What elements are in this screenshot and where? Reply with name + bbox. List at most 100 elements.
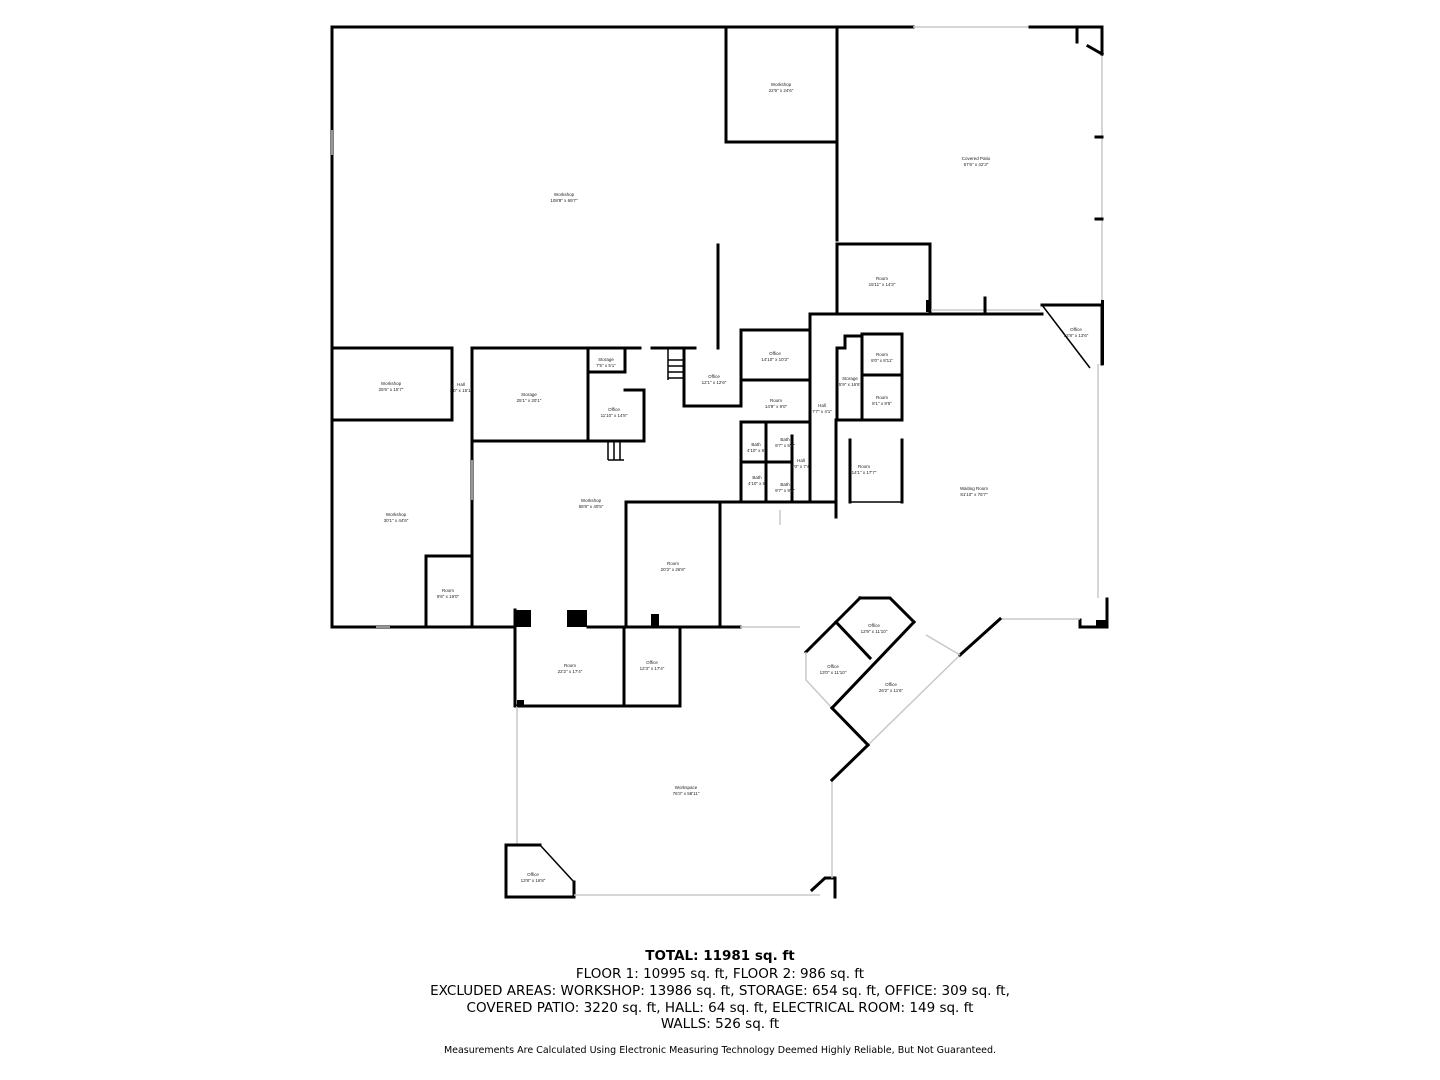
svg-text:Bath: Bath [780, 437, 790, 442]
svg-text:Office: Office [1070, 327, 1082, 332]
svg-text:Office: Office [527, 872, 539, 877]
svg-text:26'2" x 11'6": 26'2" x 11'6" [879, 688, 904, 693]
svg-text:108'8" x 69'7": 108'8" x 69'7" [550, 198, 578, 203]
svg-text:7'7" x 4'1": 7'7" x 4'1" [812, 409, 832, 414]
glass-partitions [331, 130, 800, 628]
svg-text:12'9" x 11'10": 12'9" x 11'10" [861, 629, 888, 634]
svg-text:Office: Office [769, 351, 781, 356]
svg-text:13'0" x 11'10": 13'0" x 11'10" [820, 670, 847, 675]
svg-text:4'0" x 7'4": 4'0" x 7'4" [791, 464, 811, 469]
svg-text:Room: Room [564, 663, 576, 668]
svg-text:8'0" x 8'11": 8'0" x 8'11" [871, 358, 893, 363]
svg-text:Bath: Bath [752, 475, 762, 480]
svg-text:14'10" x 10'3": 14'10" x 10'3" [761, 357, 789, 362]
svg-text:13'8" x 16'8": 13'8" x 16'8" [521, 878, 546, 883]
svg-text:7'5" x 5'1": 7'5" x 5'1" [596, 363, 616, 368]
svg-text:Office: Office [646, 660, 658, 665]
svg-text:22'9" x 24'6": 22'9" x 24'6" [769, 88, 794, 93]
structural-columns [515, 300, 1106, 707]
svg-text:Office: Office [885, 682, 897, 687]
svg-text:Workshop: Workshop [386, 512, 407, 517]
svg-text:Office: Office [708, 374, 720, 379]
svg-text:9'7" x 5'8": 9'7" x 5'8" [775, 443, 795, 448]
svg-text:8'1" x 9'5": 8'1" x 9'5" [872, 401, 892, 406]
svg-text:76'3" x 58'11": 76'3" x 58'11" [673, 791, 700, 796]
svg-text:Workshop: Workshop [581, 498, 602, 503]
svg-text:Hall: Hall [797, 458, 805, 463]
svg-text:Bath: Bath [751, 442, 761, 447]
svg-text:Room: Room [442, 588, 454, 593]
svg-text:12'1" x 12'6": 12'1" x 12'6" [702, 380, 727, 385]
svg-text:30'1" x 44'6": 30'1" x 44'6" [384, 518, 409, 523]
svg-text:11'10" x 14'8": 11'10" x 14'8" [601, 413, 628, 418]
svg-text:Hall: Hall [818, 403, 826, 408]
svg-text:Bath: Bath [780, 482, 790, 487]
svg-text:58'8" x 40'5": 58'8" x 40'5" [579, 504, 604, 509]
svg-text:Waiting Room: Waiting Room [960, 486, 988, 491]
svg-text:57'6" x 42'3": 57'6" x 42'3" [964, 162, 989, 167]
svg-text:Workshop: Workshop [554, 192, 575, 197]
svg-text:9'7" x 9'6": 9'7" x 9'6" [775, 488, 795, 493]
svg-text:9'8" x 19'0": 9'8" x 19'0" [437, 594, 460, 599]
walls [330, 25, 1109, 899]
total-area: TOTAL: 11981 sq. ft [645, 948, 795, 964]
svg-text:22'2" x 17'4": 22'2" x 17'4" [558, 669, 583, 674]
svg-text:Hall: Hall [457, 382, 465, 387]
svg-text:Room: Room [667, 561, 679, 566]
svg-text:12'3" x 17'4": 12'3" x 17'4" [640, 666, 665, 671]
svg-text:Office: Office [827, 664, 839, 669]
stairs [607, 348, 684, 461]
svg-text:Storage: Storage [521, 392, 537, 397]
svg-text:5'9" x 16'6": 5'9" x 16'6" [839, 382, 862, 387]
svg-text:Room: Room [876, 276, 888, 281]
svg-text:Covered Patio: Covered Patio [962, 156, 991, 161]
svg-text:Workshop: Workshop [771, 82, 792, 87]
walls-area: WALLS: 526 sq. ft [660, 1016, 780, 1032]
svg-text:14'1" x 17'7": 14'1" x 17'7" [852, 470, 877, 475]
svg-text:Workspace: Workspace [675, 785, 698, 790]
svg-text:4'10" x 8': 4'10" x 8' [748, 481, 766, 486]
svg-text:Office: Office [868, 623, 880, 628]
excluded-areas-line-2: COVERED PATIO: 3220 sq. ft, HALL: 64 sq.… [466, 1000, 974, 1016]
floor-areas: FLOOR 1: 10995 sq. ft, FLOOR 2: 986 sq. … [575, 966, 865, 982]
svg-text:25'6" x 15'7": 25'6" x 15'7" [379, 387, 404, 392]
svg-text:Room: Room [858, 464, 870, 469]
disclaimer: Measurements Are Calculated Using Electr… [443, 1045, 997, 1056]
svg-text:14'9" x 9'0": 14'9" x 9'0" [765, 404, 788, 409]
svg-text:Office: Office [608, 407, 620, 412]
svg-text:25'1" x 20'1": 25'1" x 20'1" [517, 398, 542, 403]
svg-text:20'3" x 26'8": 20'3" x 26'8" [661, 567, 686, 572]
excluded-areas-line: EXCLUDED AREAS: WORKSHOP: 13986 sq. ft, … [430, 983, 1010, 999]
